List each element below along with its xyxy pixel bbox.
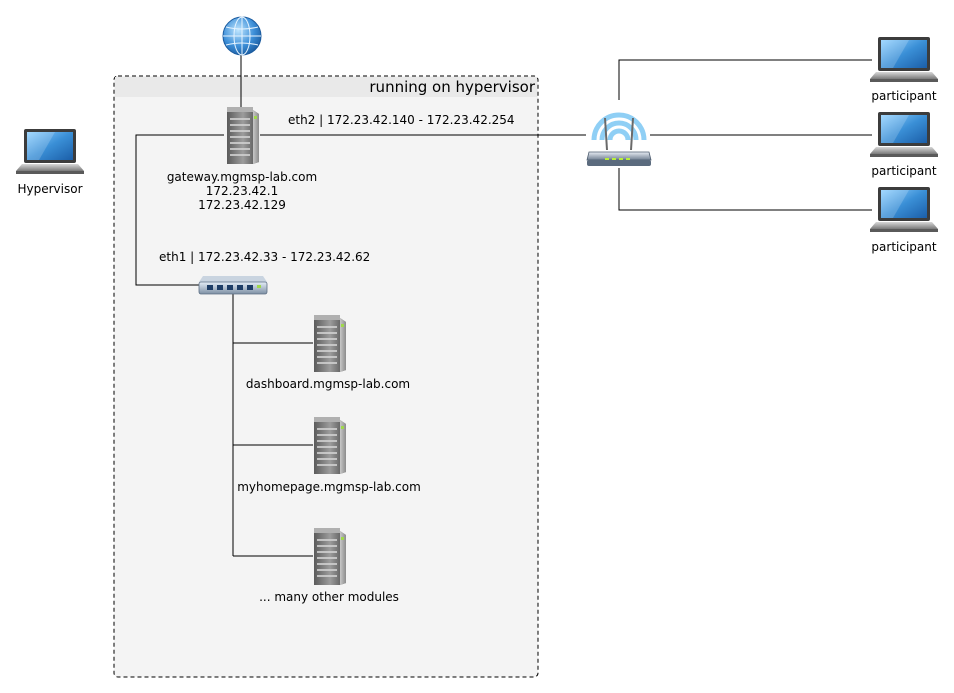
eth1-label: eth1 | 172.23.42.33 - 172.23.42.62 <box>159 250 371 264</box>
wireless-router-icon <box>586 112 652 166</box>
hypervisor-label: Hypervisor <box>17 182 83 196</box>
gateway-server-icon <box>227 107 259 164</box>
participant-link-1 <box>618 59 872 100</box>
module-label-3: ... many other modules <box>259 590 399 604</box>
container-title: running on hypervisor <box>369 78 535 96</box>
gateway-ip-1: 172.23.42.1 <box>205 184 279 198</box>
participant-label-3: participant <box>871 240 937 254</box>
participant-label-1: participant <box>871 89 937 103</box>
participant-laptop-icon-2 <box>870 112 938 157</box>
participant-laptop-icon-1 <box>870 37 938 82</box>
eth2-label: eth2 | 172.23.42.140 - 172.23.42.254 <box>288 113 515 127</box>
connections <box>135 44 872 557</box>
hypervisor-container <box>113 75 539 678</box>
switch-icon <box>198 276 268 295</box>
hypervisor-laptop-icon <box>16 129 84 174</box>
globe-icon <box>222 16 262 56</box>
eth1-link <box>135 134 224 286</box>
module-label-1: dashboard.mgmsp-lab.com <box>245 377 411 391</box>
participant-laptop-icon-3 <box>870 187 938 232</box>
module-server-icon-1 <box>314 315 346 372</box>
gateway-ip-2: 172.23.42.129 <box>198 198 286 212</box>
module-server-icon-3 <box>314 528 346 585</box>
participant-label-2: participant <box>871 164 937 178</box>
module-label-2: myhomepage.mgmsp-lab.com <box>237 480 421 494</box>
module-server-icon-2 <box>314 417 346 474</box>
gateway-hostname: gateway.mgmsp-lab.com <box>166 170 318 184</box>
participant-link-3 <box>618 168 872 211</box>
